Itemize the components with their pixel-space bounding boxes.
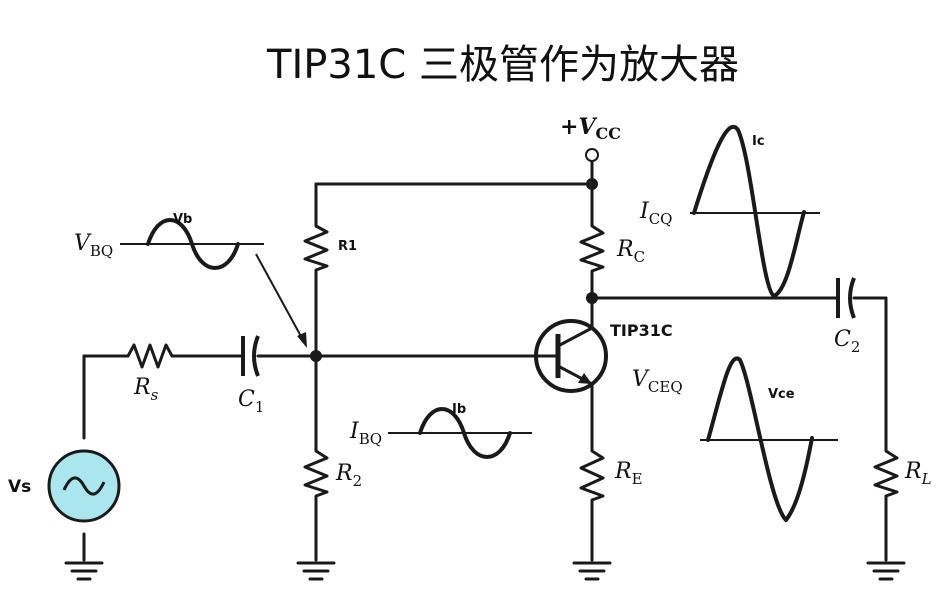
ic-label: Ic — [752, 134, 765, 149]
sine-icon — [62, 476, 106, 496]
resistor-rs: Rs — [120, 343, 178, 404]
ac-source: Vs — [8, 449, 121, 523]
re-label: RE — [614, 459, 643, 488]
vce-label: Vce — [768, 387, 795, 402]
rc-label: RC — [616, 237, 645, 266]
ground-icon — [64, 561, 104, 581]
arrow-to-base — [255, 253, 304, 341]
vceq-label: VCEQ — [632, 367, 683, 396]
ibq-label: IBQ — [349, 419, 382, 448]
resistor-r1: R1 — [303, 218, 357, 277]
resistor-rl: RL — [873, 443, 932, 502]
transistor-label: TIP31C — [610, 321, 673, 340]
waveform-vce: Vce VCEQ — [632, 356, 838, 522]
arrow-head-icon — [297, 332, 307, 348]
c2-label: C2 — [834, 327, 860, 356]
resistor-rc: RC — [579, 218, 645, 278]
junction-collector — [586, 292, 598, 304]
rs-label: Rs — [133, 375, 159, 404]
ground-symbols — [64, 561, 906, 581]
vcc-terminal: +VCC — [560, 114, 621, 162]
waveform-ic: Ic ICQ — [639, 124, 820, 298]
r1-label: R1 — [338, 239, 357, 254]
capacitor-c1: C1 — [238, 335, 264, 416]
ground-icon — [866, 561, 906, 581]
resistor-r2: R2 — [303, 443, 362, 502]
transistor-tip31c: TIP31C — [534, 319, 673, 393]
ground-icon — [296, 561, 336, 581]
vb-label: Vb — [173, 212, 192, 227]
page-title: TIP31C 三极管作为放大器 — [266, 42, 739, 88]
icq-label: ICQ — [639, 199, 672, 228]
vcc-label: +VCC — [560, 114, 621, 143]
capacitor-c2: C2 — [834, 277, 860, 356]
junctions — [310, 178, 598, 362]
junction-base — [310, 350, 322, 362]
ground-icon — [572, 561, 612, 581]
vbq-label: VBQ — [74, 231, 113, 260]
junction-vcc — [586, 178, 598, 190]
source-label: Vs — [8, 477, 31, 497]
ib-label: Ib — [452, 402, 466, 417]
r2-label: R2 — [335, 461, 362, 490]
waveform-ib: Ib IBQ — [349, 402, 532, 459]
waveform-vb: Vb VBQ — [74, 212, 307, 348]
c1-label: C1 — [238, 387, 264, 416]
resistor-re: RE — [579, 443, 643, 507]
wires — [82, 158, 888, 562]
rl-label: RL — [904, 459, 932, 488]
